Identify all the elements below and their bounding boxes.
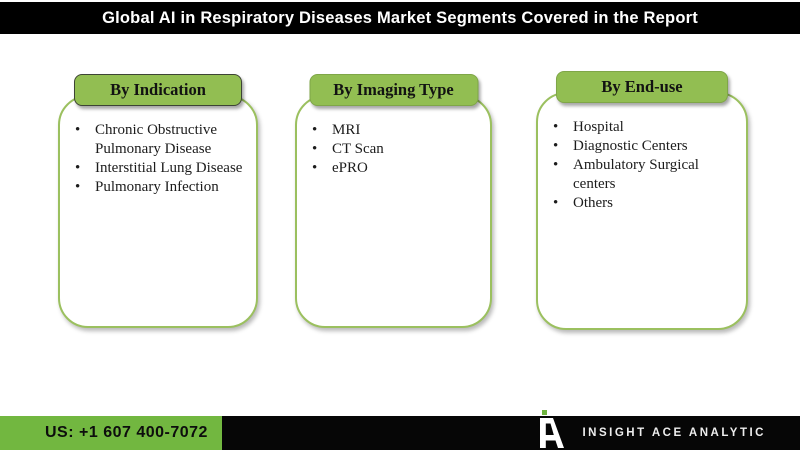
insight-ace-logo-icon: [540, 410, 565, 448]
panel-header-label: By Imaging Type: [333, 80, 454, 99]
list-item: CT Scan: [312, 140, 487, 159]
list-item: MRI: [312, 121, 487, 140]
panel-by-indication: By Indication Chronic Obstructive Pulmon…: [58, 74, 258, 328]
list-item-label: Others: [573, 195, 613, 211]
list-item-label: Pulmonary Infection: [95, 179, 219, 195]
list-item: Ambulatory Surgical centers: [553, 156, 743, 194]
list-item-label: Interstitial Lung Disease: [95, 160, 243, 176]
list-item: Others: [553, 194, 743, 213]
page-title: Global AI in Respiratory Diseases Market…: [102, 8, 698, 27]
list-item: Diagnostic Centers: [553, 137, 743, 156]
list-item-label: Diagnostic Centers: [573, 138, 688, 154]
phone-section: US: +1 607 400-7072: [0, 416, 222, 450]
list-item-label: CT Scan: [332, 141, 384, 157]
imaging-type-list: MRI CT Scan ePRO: [297, 97, 490, 178]
footer-bar: US: +1 607 400-7072 INSIGHT ACE ANALYTIC: [0, 410, 800, 450]
panel-by-end-use: By End-use Hospital Diagnostic Centers A…: [536, 71, 748, 330]
list-item: Interstitial Lung Disease: [75, 159, 253, 178]
list-item-label: Ambulatory Surgical centers: [573, 157, 699, 192]
panel-header-label: By Indication: [110, 80, 206, 99]
phone-number: US: +1 607 400-7072: [45, 424, 208, 441]
panel-header-label: By End-use: [601, 77, 683, 96]
list-item: Pulmonary Infection: [75, 178, 253, 197]
list-item: Hospital: [553, 118, 743, 137]
panel-header-by-end-use: By End-use: [556, 71, 728, 103]
panel-by-imaging-type: By Imaging Type MRI CT Scan ePRO: [295, 74, 492, 328]
panel-header-by-imaging-type: By Imaging Type: [309, 74, 478, 106]
indication-list: Chronic Obstructive Pulmonary Disease In…: [60, 97, 256, 197]
list-item: ePRO: [312, 159, 487, 178]
list-item-label: Hospital: [573, 119, 624, 135]
end-use-list: Hospital Diagnostic Centers Ambulatory S…: [538, 94, 746, 213]
list-item-label: Chronic Obstructive Pulmonary Disease: [95, 122, 218, 157]
panel-header-by-indication: By Indication: [74, 74, 242, 106]
list-item-label: MRI: [332, 122, 361, 138]
brand-section: INSIGHT ACE ANALYTIC: [222, 410, 800, 450]
title-bar: Global AI in Respiratory Diseases Market…: [0, 2, 800, 34]
brand-name: INSIGHT ACE ANALYTIC: [582, 427, 766, 439]
list-item: Chronic Obstructive Pulmonary Disease: [75, 121, 253, 159]
list-item-label: ePRO: [332, 160, 368, 176]
